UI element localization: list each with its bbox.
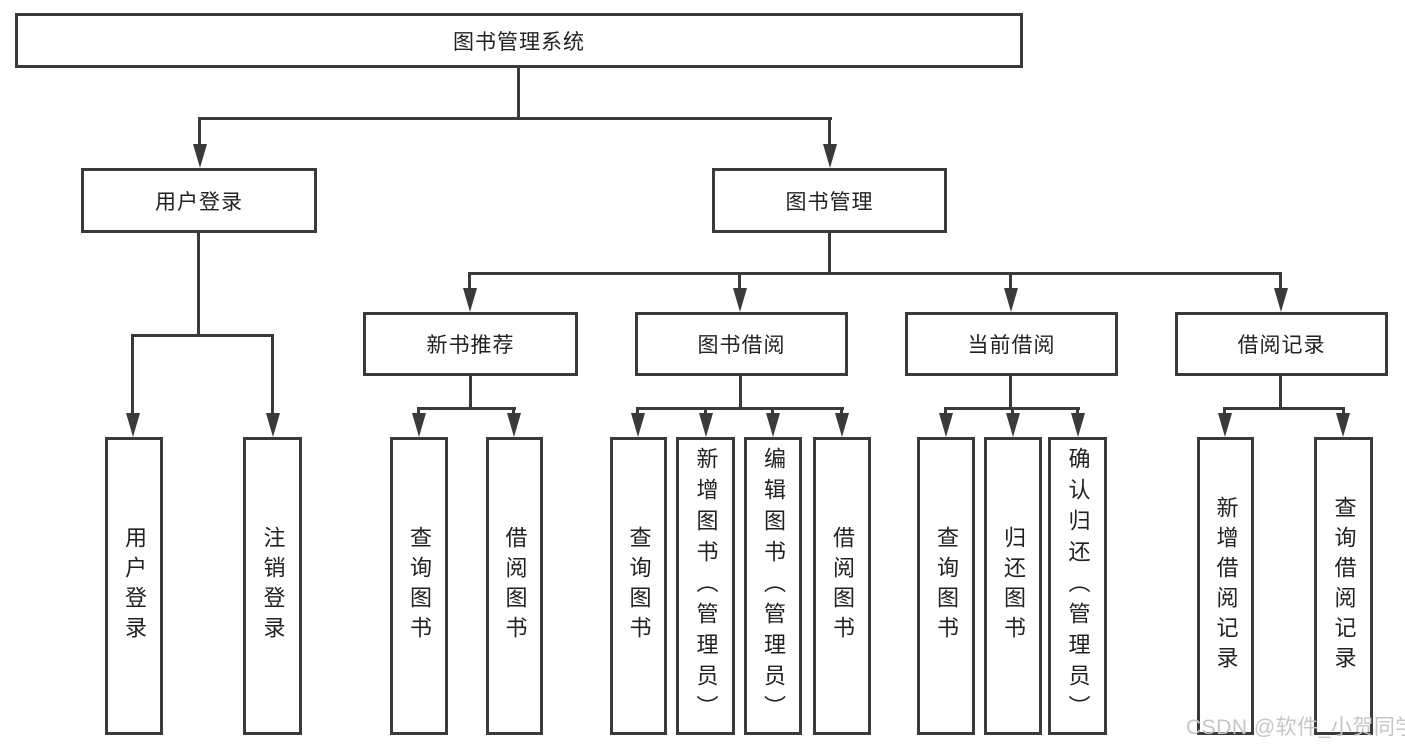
- arrowhead-down-icon: [126, 413, 140, 437]
- leaf-borrow-books-recommend: 借阅图书: [486, 437, 543, 735]
- node-current-borrowing: 当前借阅: [905, 312, 1118, 376]
- connector-line-vertical: [417, 407, 420, 416]
- arrowhead-down-icon: [939, 413, 953, 437]
- arrowhead-down-icon: [1071, 413, 1085, 437]
- connector-line-horizontal: [636, 407, 844, 410]
- connector-line-vertical: [131, 334, 134, 414]
- connector-line-vertical: [1342, 407, 1345, 416]
- connector-line-vertical: [738, 272, 741, 291]
- connector-line-horizontal: [417, 407, 516, 410]
- arrowhead-down-icon: [766, 413, 780, 437]
- watermark: CSDN @软件_小贺同学: [1186, 716, 1405, 739]
- connector-line-horizontal: [1223, 407, 1345, 410]
- connector-line-vertical: [198, 117, 201, 146]
- connector-line-vertical: [828, 117, 831, 146]
- connector-line-vertical: [1076, 407, 1079, 416]
- leaf-user-login: 用户登录: [105, 437, 163, 735]
- connector-line-vertical: [1279, 272, 1282, 291]
- arrowhead-down-icon: [507, 413, 521, 437]
- leaf-add-borrow-record: 新增借阅记录: [1197, 437, 1254, 735]
- connector-line-vertical: [1009, 272, 1012, 291]
- leaf-query-books-current: 查询图书: [917, 437, 975, 735]
- leaf-confirm-return-admin: 确认归还（管理员）: [1048, 437, 1107, 735]
- connector-line-vertical: [739, 375, 742, 410]
- connector-line-vertical: [1223, 407, 1226, 416]
- arrowhead-down-icon: [1004, 288, 1018, 312]
- node-library-system: 图书管理系统: [15, 13, 1023, 68]
- connector-line-vertical: [512, 407, 515, 416]
- arrowhead-down-icon: [193, 144, 207, 168]
- arrowhead-down-icon: [1218, 413, 1232, 437]
- connector-line-vertical: [771, 407, 774, 416]
- connector-line-horizontal: [198, 117, 832, 120]
- leaf-query-books-recommend: 查询图书: [390, 437, 448, 735]
- node-book-borrowing: 图书借阅: [635, 312, 848, 376]
- leaf-query-books-borrowing: 查询图书: [610, 437, 667, 735]
- connector-line-vertical: [197, 232, 200, 337]
- arrowhead-down-icon: [1336, 413, 1350, 437]
- connector-line-vertical: [1011, 407, 1014, 416]
- connector-line-vertical: [704, 407, 707, 416]
- node-book-management: 图书管理: [712, 168, 947, 233]
- connector-line-vertical: [469, 375, 472, 410]
- arrowhead-down-icon: [1006, 413, 1020, 437]
- leaf-borrow-books-borrowing: 借阅图书: [813, 437, 871, 735]
- arrowhead-down-icon: [266, 413, 280, 437]
- connector-line-horizontal: [131, 334, 274, 337]
- node-user-login: 用户登录: [81, 168, 317, 233]
- arrowhead-down-icon: [1274, 288, 1288, 312]
- leaf-add-books-admin: 新增图书（管理员）: [676, 437, 735, 735]
- connector-line-vertical: [468, 272, 471, 291]
- connector-line-vertical: [840, 407, 843, 416]
- connector-line-vertical: [517, 68, 520, 120]
- connector-line-vertical: [1279, 375, 1282, 410]
- leaf-edit-books-admin: 编辑图书（管理员）: [744, 437, 802, 735]
- connector-line-vertical: [828, 232, 831, 275]
- connector-line-vertical: [1009, 375, 1012, 410]
- node-new-book-recommendation: 新书推荐: [363, 312, 578, 376]
- connector-line-horizontal: [468, 272, 1282, 275]
- arrowhead-down-icon: [631, 413, 645, 437]
- node-borrowing-records: 借阅记录: [1175, 312, 1388, 376]
- connector-line-vertical: [636, 407, 639, 416]
- arrowhead-down-icon: [823, 144, 837, 168]
- connector-line-vertical: [944, 407, 947, 416]
- leaf-return-books: 归还图书: [984, 437, 1042, 735]
- leaf-query-borrow-record: 查询借阅记录: [1314, 437, 1373, 735]
- arrowhead-down-icon: [699, 413, 713, 437]
- connector-line-vertical: [271, 334, 274, 414]
- arrowhead-down-icon: [412, 413, 426, 437]
- leaf-logout: 注销登录: [243, 437, 302, 735]
- arrowhead-down-icon: [835, 413, 849, 437]
- arrowhead-down-icon: [463, 288, 477, 312]
- arrowhead-down-icon: [733, 288, 747, 312]
